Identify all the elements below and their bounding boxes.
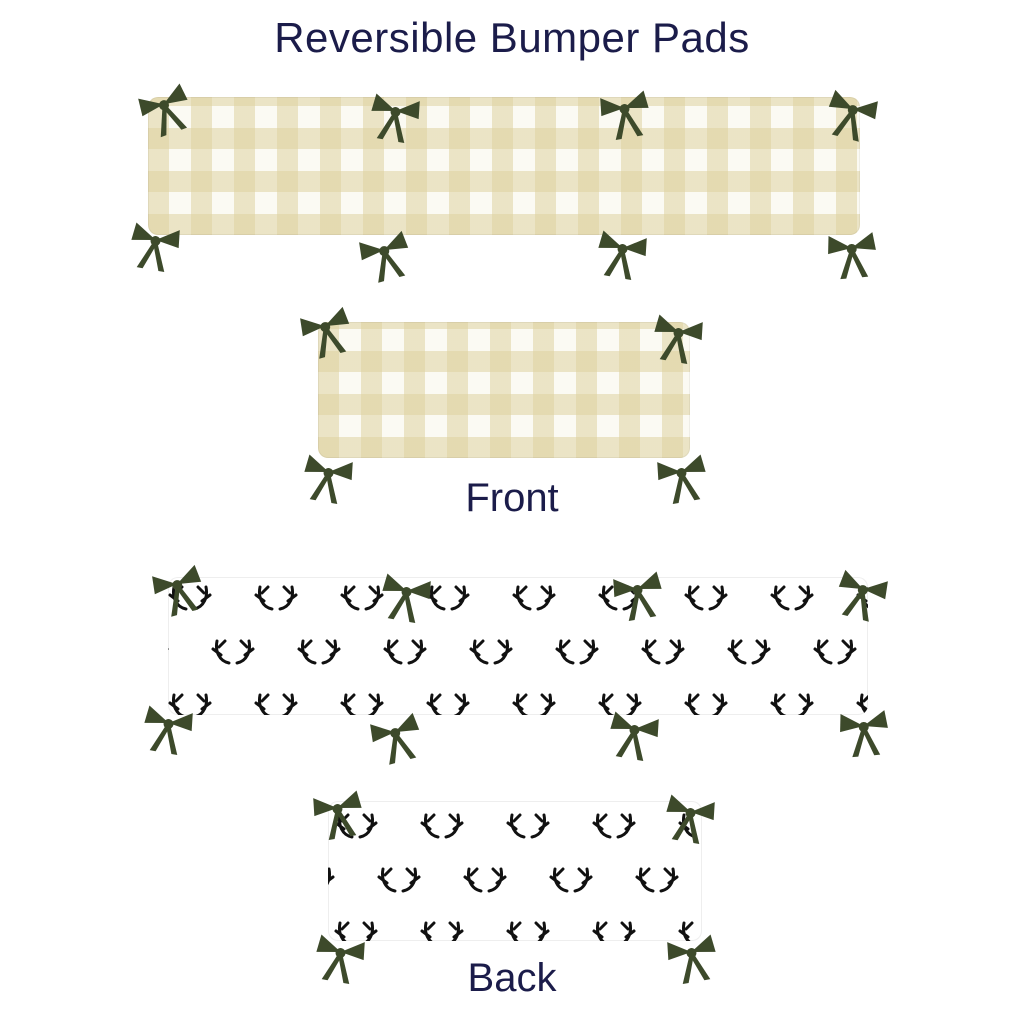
ribbon-bow-icon bbox=[603, 558, 673, 628]
antler-icon bbox=[813, 639, 857, 665]
antler-icon bbox=[340, 693, 384, 715]
ribbon-bow-icon bbox=[360, 80, 430, 150]
antler-icon bbox=[770, 693, 814, 715]
front-short-bumper-pad bbox=[318, 322, 690, 458]
antler-icon bbox=[469, 639, 513, 665]
ribbon-bow-icon bbox=[599, 698, 669, 768]
ribbon-bow-icon bbox=[655, 781, 725, 851]
antler-icon bbox=[254, 585, 298, 611]
antler-icon bbox=[684, 585, 728, 611]
ribbon-bow-icon bbox=[647, 441, 717, 511]
ribbon-bow-icon bbox=[825, 556, 898, 629]
back-long-bumper-pad bbox=[168, 577, 868, 715]
ribbon-bow-icon bbox=[289, 293, 362, 366]
ribbon-bow-icon bbox=[657, 921, 727, 991]
ribbon-bow-icon bbox=[590, 77, 660, 147]
antler-icon bbox=[678, 921, 694, 941]
back-short-bumper-pad bbox=[328, 801, 702, 941]
antler-icon bbox=[512, 585, 556, 611]
antler-icon bbox=[426, 585, 470, 611]
ribbon-bow-icon bbox=[127, 70, 204, 147]
antler-icon bbox=[328, 867, 335, 886]
ribbon-bow-icon bbox=[359, 699, 432, 772]
antler-icon bbox=[635, 867, 679, 893]
antler-icon bbox=[420, 813, 464, 839]
antler-icon bbox=[420, 921, 464, 941]
back-label: Back bbox=[467, 956, 557, 1000]
ribbon-bow-icon bbox=[587, 217, 657, 287]
ribbon-bow-icon bbox=[141, 551, 214, 624]
ribbon-bow-icon bbox=[831, 697, 896, 762]
antler-icon bbox=[383, 639, 427, 665]
antler-icon bbox=[506, 921, 550, 941]
antler-icon bbox=[334, 921, 378, 941]
ribbon-bow-icon bbox=[819, 219, 884, 284]
ribbon-bow-icon bbox=[293, 441, 363, 511]
antler-icon bbox=[555, 639, 599, 665]
antler-icon bbox=[463, 867, 507, 893]
ribbon-bow-icon bbox=[120, 209, 190, 279]
antler-icon bbox=[506, 813, 550, 839]
antler-icon bbox=[592, 921, 636, 941]
antler-icon bbox=[211, 639, 255, 665]
antler-icon bbox=[168, 693, 212, 715]
antler-icon bbox=[426, 693, 470, 715]
antler-icon bbox=[297, 639, 341, 665]
antler-icon bbox=[684, 693, 728, 715]
antler-icon bbox=[254, 693, 298, 715]
antler-icon bbox=[770, 585, 814, 611]
ribbon-bow-icon bbox=[305, 921, 375, 991]
front-long-bumper-pad bbox=[148, 97, 860, 235]
antler-icon bbox=[598, 693, 642, 715]
ribbon-bow-icon bbox=[348, 217, 421, 290]
antler-icon bbox=[856, 693, 868, 715]
ribbon-bow-icon bbox=[133, 692, 203, 762]
antler-icon bbox=[377, 867, 421, 893]
antler-icon bbox=[512, 693, 556, 715]
antler-icon bbox=[727, 639, 771, 665]
ribbon-bow-icon bbox=[371, 560, 441, 630]
ribbon-bow-icon bbox=[643, 301, 713, 371]
front-label: Front bbox=[465, 476, 559, 520]
ribbon-bow-icon bbox=[303, 777, 373, 847]
antler-icon bbox=[641, 639, 685, 665]
antler-icon bbox=[340, 585, 384, 611]
antler-icon bbox=[592, 813, 636, 839]
ribbon-bow-icon bbox=[815, 76, 888, 149]
page-title: Reversible Bumper Pads bbox=[274, 14, 750, 61]
antler-icon bbox=[549, 867, 593, 893]
